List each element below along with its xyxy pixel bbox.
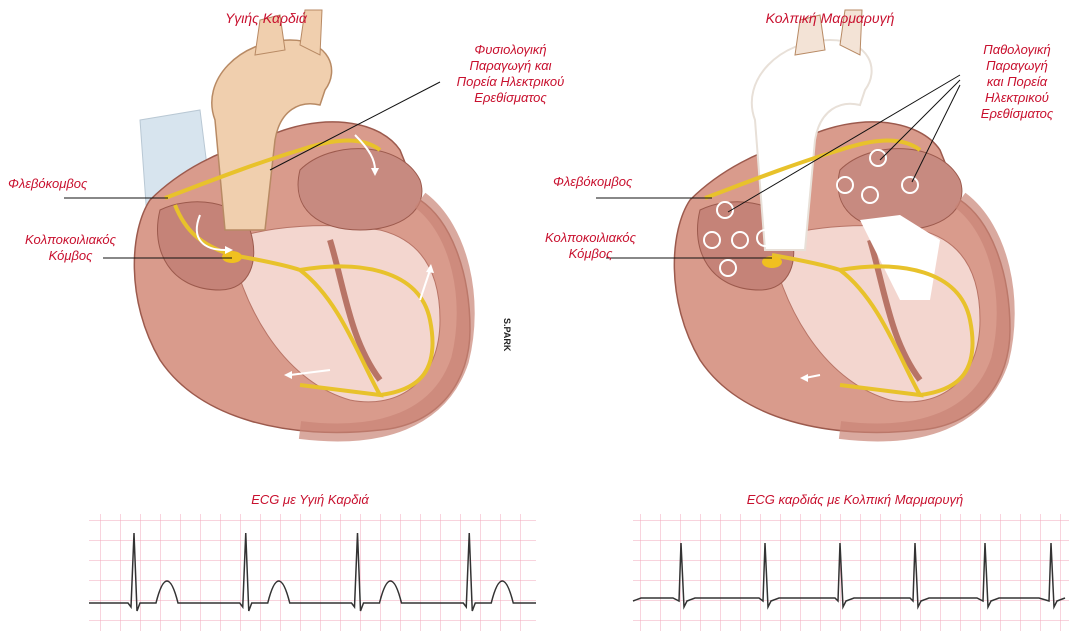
afib-av-node-line-2: Κόμβος (528, 246, 653, 262)
healthy-heart-illustration (134, 10, 470, 432)
healthy-av-node-label: Κολποκοιλιακός Κόμβος (8, 232, 133, 264)
afib-heart-title: Κολπική Μαρμαρυγή (735, 10, 925, 26)
afib-heart-illustration (674, 10, 1010, 432)
ecg-healthy-panel (89, 514, 536, 631)
ecg-healthy-title: ECG με Υγιή Καρδιά (160, 492, 460, 508)
artist-signature: S.PARK (502, 318, 512, 351)
afib-annotation-line-1: Παθολογική (962, 42, 1072, 58)
healthy-heart-title: Υγιής Καρδιά (196, 10, 336, 26)
healthy-annotation-line-4: Ερεθίσματος (428, 90, 593, 106)
afib-annotation-line-5: Ερεθίσματος (962, 106, 1072, 122)
afib-annotation-line-4: Ηλεκτρικού (962, 90, 1072, 106)
afib-annotation-line-3: και Πορεία (962, 74, 1072, 90)
afib-annotation: Παθολογική Παραγωγή και Πορεία Ηλεκτρικο… (962, 42, 1072, 122)
afib-sa-node-label: Φλεβόκομβος (553, 174, 632, 190)
afib-annotation-line-2: Παραγωγή (962, 58, 1072, 74)
healthy-annotation: Φυσιολογική Παραγωγή και Πορεία Ηλεκτρικ… (428, 42, 593, 106)
healthy-annotation-line-2: Παραγωγή και (428, 58, 593, 74)
ecg-afib-panel (633, 514, 1069, 631)
healthy-av-node-line-1: Κολποκοιλιακός (8, 232, 133, 248)
ecg-afib-title: ECG καρδιάς με Κολπική Μαρμαρυγή (660, 492, 1050, 508)
afib-av-node-label: Κολποκοιλιακός Κόμβος (528, 230, 653, 262)
healthy-annotation-line-1: Φυσιολογική (428, 42, 593, 58)
healthy-sa-node-label: Φλεβόκομβος (8, 176, 87, 192)
healthy-annotation-line-3: Πορεία Ηλεκτρικού (428, 74, 593, 90)
healthy-av-node-line-2: Κόμβος (8, 248, 133, 264)
afib-av-node-line-1: Κολποκοιλιακός (528, 230, 653, 246)
